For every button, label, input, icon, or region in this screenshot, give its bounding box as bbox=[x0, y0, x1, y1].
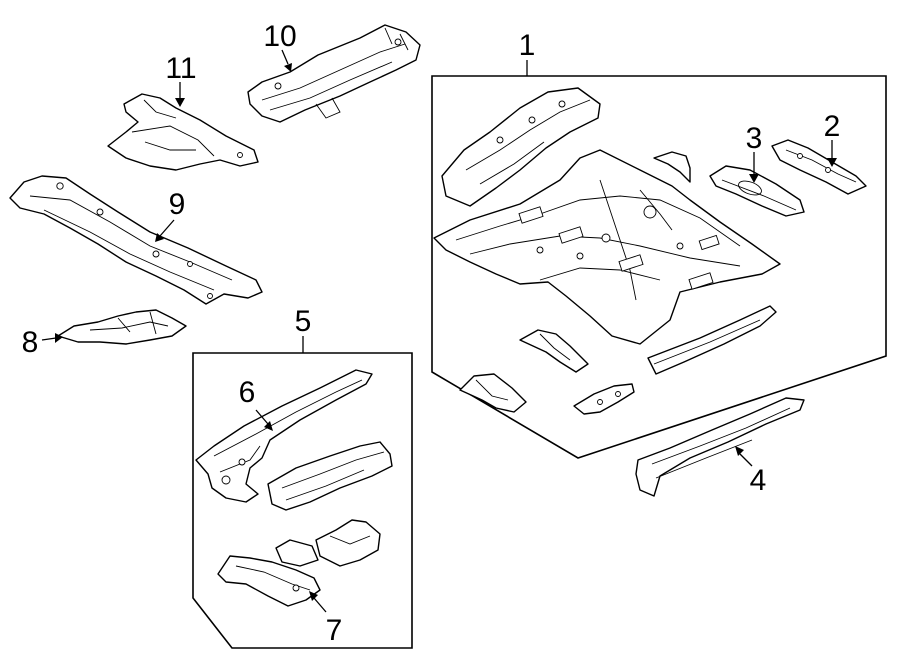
leader-4 bbox=[739, 453, 753, 467]
callout-5: 5 bbox=[295, 305, 312, 338]
callout-6: 6 bbox=[239, 376, 256, 409]
callout-7: 7 bbox=[326, 614, 343, 647]
leader-9 bbox=[159, 219, 175, 237]
callout-4: 4 bbox=[750, 464, 767, 497]
part-1-gusset-mid bbox=[519, 329, 589, 373]
part-1-long-channel bbox=[647, 305, 777, 375]
group-frame-1 bbox=[431, 75, 887, 459]
leader-10 bbox=[281, 49, 289, 65]
part-1-floor-pan bbox=[433, 149, 781, 345]
leader-8 bbox=[41, 337, 57, 341]
part-8-bracket bbox=[57, 309, 187, 345]
part-4-rocker-rail bbox=[635, 397, 805, 497]
callout-3: 3 bbox=[746, 122, 763, 155]
part-11-shield bbox=[107, 93, 259, 171]
part-1-small-plate bbox=[573, 383, 635, 415]
part-9-cross-member bbox=[9, 175, 263, 305]
callout-10: 10 bbox=[263, 20, 296, 53]
callout-9: 9 bbox=[169, 188, 186, 221]
part-6-rear-rail bbox=[267, 441, 393, 511]
callout-8: 8 bbox=[22, 326, 39, 359]
callout-1: 1 bbox=[519, 29, 536, 62]
callout-2: 2 bbox=[824, 110, 841, 143]
leader-lines bbox=[41, 49, 837, 613]
part-6-side-rail bbox=[195, 369, 373, 503]
part-1-small-bracket-a bbox=[653, 151, 691, 183]
part-1-gusset-left bbox=[459, 373, 527, 413]
part-10-tray bbox=[247, 24, 421, 123]
part-1-front-rail bbox=[441, 87, 601, 207]
leader-6 bbox=[255, 409, 269, 425]
part-7-box-bracket bbox=[315, 519, 381, 567]
callout-labels: 1 2 3 4 5 6 7 8 9 10 11 bbox=[22, 20, 841, 647]
part-3-bracket bbox=[709, 165, 805, 217]
group-frame-5 bbox=[192, 352, 413, 649]
callout-11: 11 bbox=[165, 52, 196, 85]
part-7-bracket bbox=[217, 539, 321, 607]
leader-7 bbox=[313, 597, 327, 613]
part-2-bracket bbox=[771, 139, 867, 195]
